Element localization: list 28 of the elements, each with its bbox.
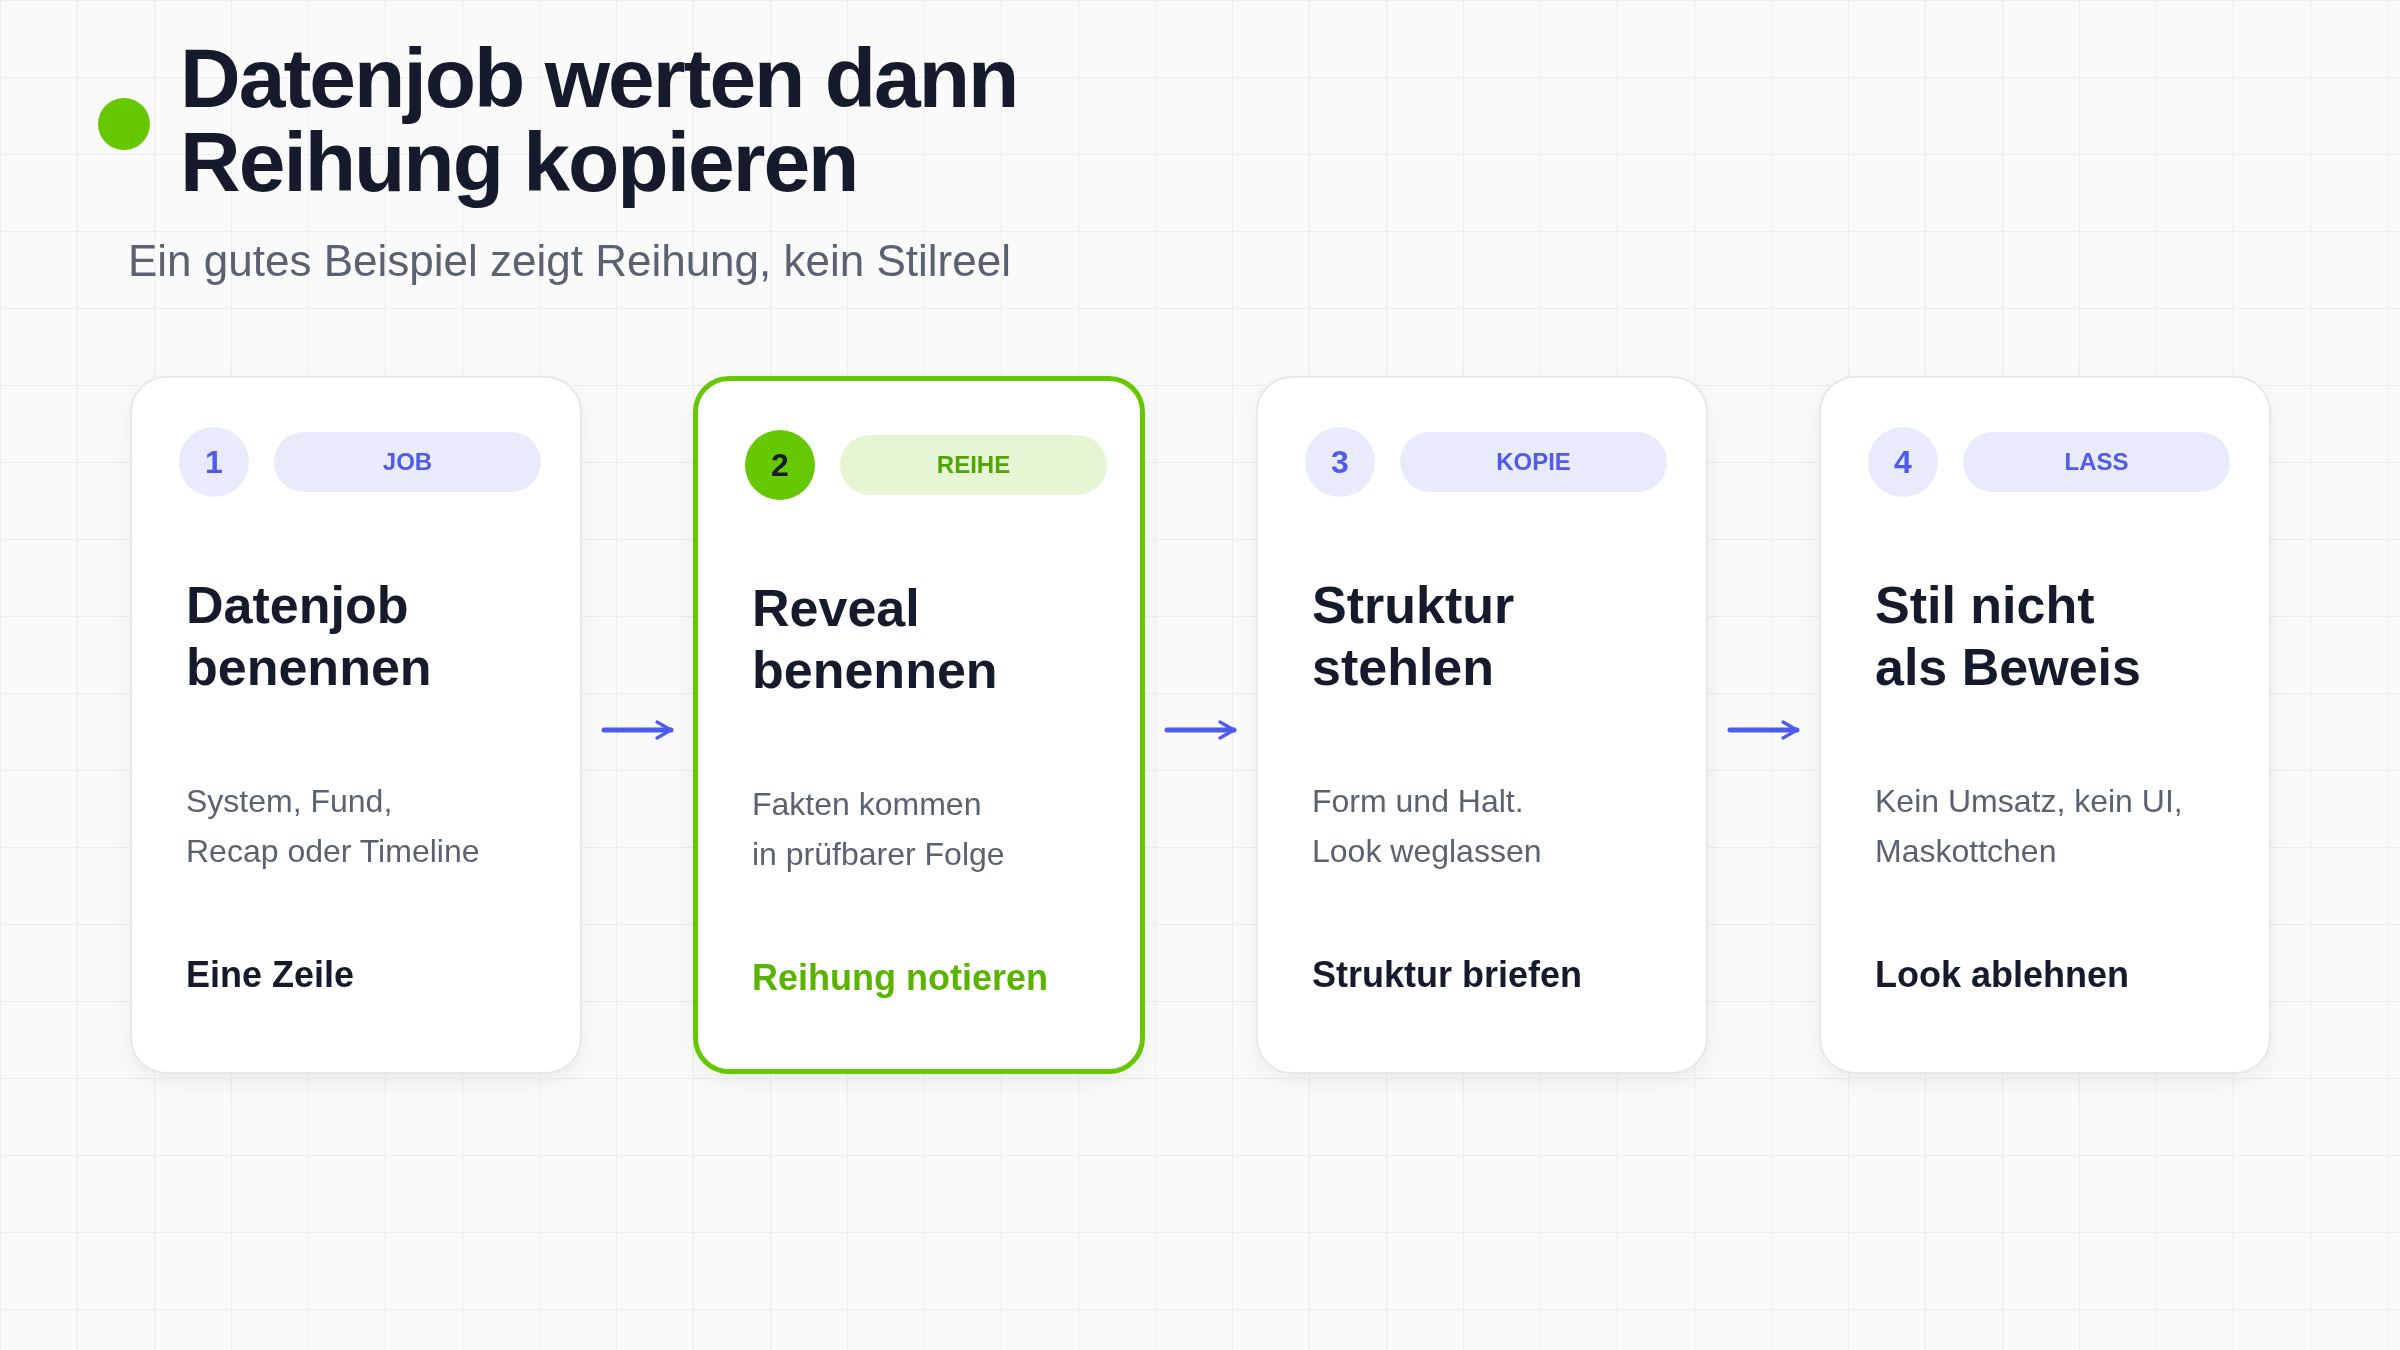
step-action: Struktur briefen — [1312, 954, 1584, 996]
step-heading: Datenjob benennen — [186, 575, 433, 698]
step-card — [130, 376, 582, 1074]
step-heading: Reveal benennen — [752, 578, 999, 701]
step-number-badge: 1 — [179, 427, 249, 497]
tag-pill: JOB — [274, 432, 541, 492]
step-action: Look ablehnen — [1875, 954, 2131, 996]
step-heading: Stil nicht als Beweis — [1875, 575, 2142, 698]
step-card — [693, 376, 1145, 1074]
step-action: Eine Zeile — [186, 954, 356, 996]
step-description: System, Fund, Recap oder Timeline — [186, 782, 481, 871]
arrow — [601, 720, 674, 740]
step-description: Kein Umsatz, kein UI, Maskottchen — [1875, 782, 2184, 871]
tag-pill: REIHE — [840, 435, 1107, 495]
step-description: Form und Halt. Look weglassen — [1312, 782, 1543, 871]
step-number-badge: 4 — [1868, 427, 1938, 497]
step-description: Fakten kommen in prüfbarer Folge — [752, 785, 1006, 874]
tag-pill: LASS — [1963, 432, 2230, 492]
subtitle: Ein gutes Beispiel zeigt Reihung, kein Stilreel — [128, 236, 1011, 286]
step-number-badge: 2 — [745, 430, 815, 500]
arrow — [1164, 720, 1237, 740]
tag-pill: KOPIE — [1400, 432, 1667, 492]
step-number-badge: 3 — [1305, 427, 1375, 497]
arrow — [1727, 720, 1800, 740]
step-heading: Struktur stehlen — [1312, 575, 1516, 698]
step-card — [1256, 376, 1708, 1074]
step-card — [1819, 376, 2271, 1074]
step-action: Reihung notieren — [752, 957, 1049, 999]
